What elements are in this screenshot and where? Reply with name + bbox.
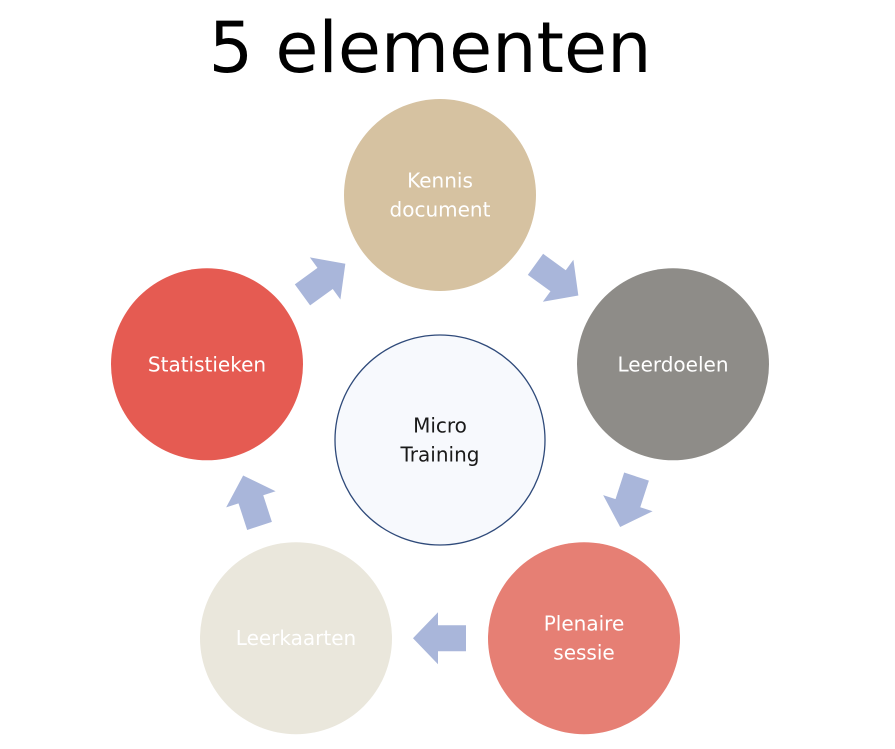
cycle-arrow-icon xyxy=(294,257,346,306)
cycle-arrow-shape xyxy=(413,612,466,665)
cycle-arrow-icon xyxy=(226,475,276,530)
node-leerkaarten: Leerkaarten xyxy=(200,542,392,735)
node-label-statistieken: Statistieken xyxy=(148,352,266,376)
cycle-arrow-shape xyxy=(294,257,346,306)
cycle-arrow-shape xyxy=(527,253,579,302)
center-label: Training xyxy=(400,443,480,467)
node-label-leerdoelen: Leerdoelen xyxy=(617,352,728,376)
node-label-kennis-document: Kennis xyxy=(407,169,473,193)
cycle-arrow-icon xyxy=(527,253,579,302)
center-label: Micro xyxy=(413,414,467,438)
node-kennis-document: Kennis document xyxy=(344,99,536,291)
node-label-plenaire-sessie: sessie xyxy=(553,641,614,665)
node-label-kennis-document: document xyxy=(390,198,491,222)
node-label-leerkaarten: Leerkaarten xyxy=(236,626,356,650)
node-circle-kennis-document xyxy=(344,99,536,291)
diagram-title: 5 elementen xyxy=(208,7,652,89)
node-plenaire-sessie: Plenaire sessie xyxy=(488,542,680,735)
arrows-layer xyxy=(226,253,653,665)
cycle-arrow-shape xyxy=(603,472,653,527)
center-circle xyxy=(334,334,546,546)
node-circle-statistieken xyxy=(111,268,303,461)
node-label-plenaire-sessie: Plenaire xyxy=(544,612,625,636)
cycle-arrow-icon xyxy=(413,612,466,665)
cycle-arrow-icon xyxy=(603,472,653,527)
cycle-arrow-shape xyxy=(226,475,276,530)
node-circle-plenaire-sessie xyxy=(488,542,680,735)
node-statistieken: Statistieken xyxy=(111,268,303,461)
node-circle-leerdoelen xyxy=(577,268,769,461)
node-circle-leerkaarten xyxy=(200,542,392,735)
node-leerdoelen: Leerdoelen xyxy=(577,268,769,461)
